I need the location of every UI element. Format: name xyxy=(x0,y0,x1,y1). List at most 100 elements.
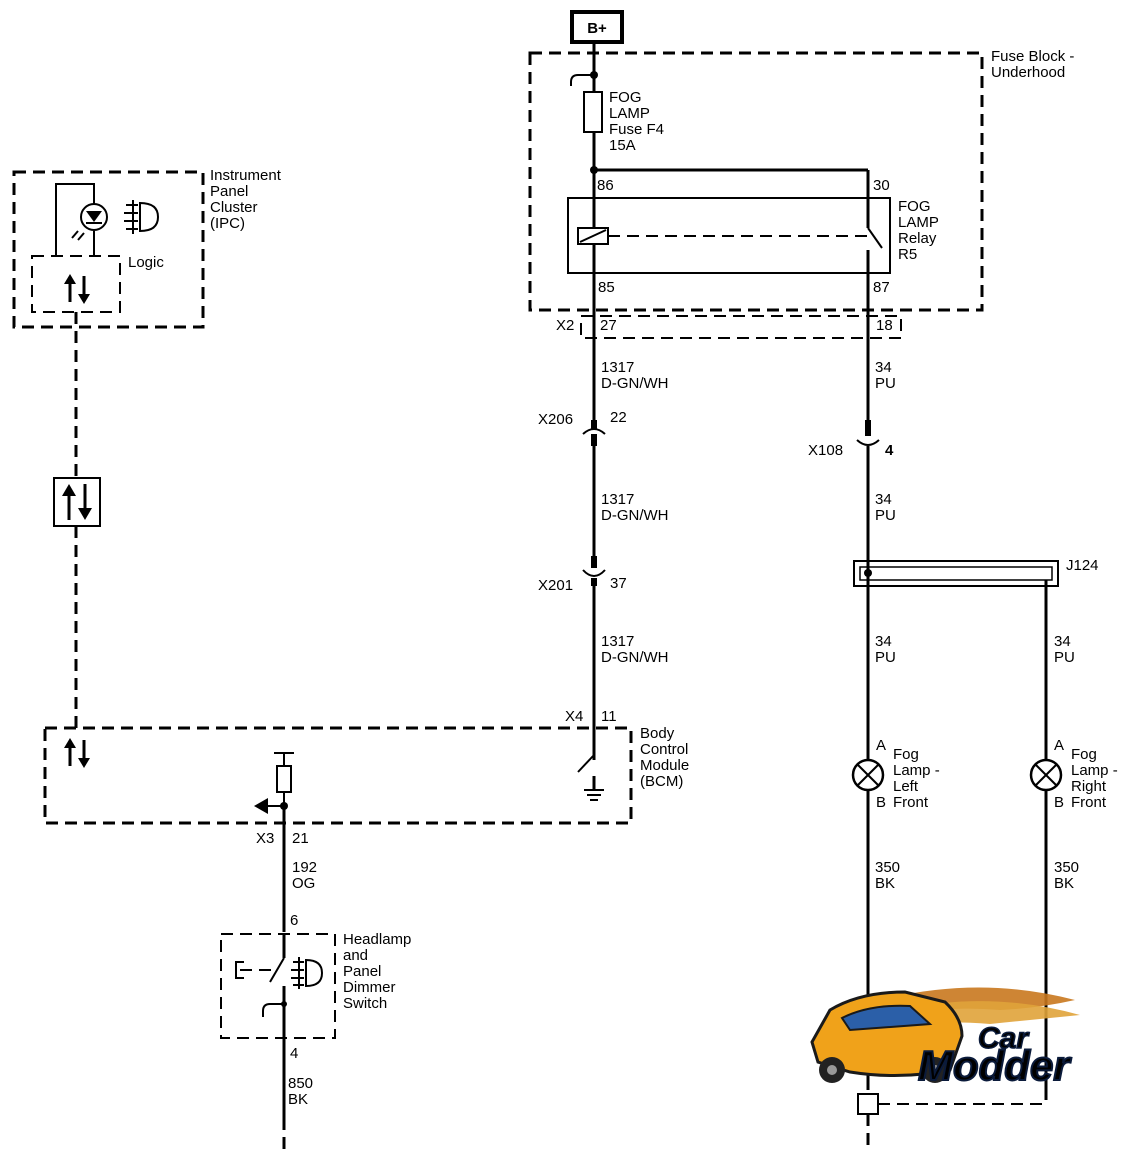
svg-text:Module: Module xyxy=(640,757,689,774)
svg-text:34: 34 xyxy=(875,491,892,508)
bcm-input-arrow-icon xyxy=(254,798,268,814)
svg-text:OG: OG xyxy=(292,875,315,892)
svg-text:1317: 1317 xyxy=(601,491,634,508)
svg-text:Dimmer: Dimmer xyxy=(343,979,396,996)
svg-text:30: 30 xyxy=(873,177,890,194)
fog-lamp-right-bulb-icon xyxy=(1029,758,1063,792)
bcm-ground-icon xyxy=(584,789,604,801)
x201-connector-icon xyxy=(582,556,606,586)
svg-text:34: 34 xyxy=(1054,633,1071,650)
svg-text:Car: Car xyxy=(978,1022,1030,1055)
fuse-label: FOG xyxy=(609,89,642,106)
svg-text:LAMP: LAMP xyxy=(609,105,650,122)
svg-text:850: 850 xyxy=(288,1075,313,1092)
svg-text:D-GN/WH: D-GN/WH xyxy=(601,649,669,666)
svg-text:Front: Front xyxy=(1071,794,1107,811)
svg-text:D-GN/WH: D-GN/WH xyxy=(601,507,669,524)
svg-text:15A: 15A xyxy=(609,137,636,154)
svg-text:27: 27 xyxy=(600,317,617,334)
bcm-low-side-switch-icon xyxy=(577,754,595,773)
svg-text:R5: R5 xyxy=(898,246,917,263)
svg-text:Lamp -: Lamp - xyxy=(893,762,940,779)
ipc-logic-block xyxy=(31,255,121,313)
svg-text:PU: PU xyxy=(875,649,896,666)
x108-connector-icon xyxy=(856,420,880,446)
svg-text:Front: Front xyxy=(893,794,929,811)
svg-text:18: 18 xyxy=(876,317,893,334)
svg-text:Relay: Relay xyxy=(898,230,937,247)
svg-text:87: 87 xyxy=(873,279,890,296)
svg-text:1317: 1317 xyxy=(601,359,634,376)
x2-connector-outline xyxy=(580,315,902,339)
svg-text:B+: B+ xyxy=(587,20,607,37)
x206-connector-icon xyxy=(582,420,606,446)
bcm-label: Body xyxy=(640,725,675,742)
fog-lamp-relay-box xyxy=(567,197,891,274)
svg-text:BK: BK xyxy=(288,1091,308,1108)
fog-indicator-led-icon xyxy=(71,203,108,241)
svg-text:Panel: Panel xyxy=(343,963,381,980)
svg-text:LAMP: LAMP xyxy=(898,214,939,231)
svg-text:BK: BK xyxy=(1054,875,1074,892)
relay-label: FOG xyxy=(898,198,931,215)
j124-splice-pack xyxy=(853,560,1059,587)
svg-text:A: A xyxy=(876,737,886,754)
svg-text:Panel: Panel xyxy=(210,183,248,200)
switch-actuator-icon xyxy=(235,961,244,979)
svg-text:J124: J124 xyxy=(1066,557,1099,574)
svg-text:and: and xyxy=(343,947,368,964)
bcm-outline xyxy=(43,726,633,825)
svg-text:(BCM): (BCM) xyxy=(640,773,683,790)
svg-text:X3: X3 xyxy=(256,830,274,847)
ipc-outline xyxy=(12,170,205,329)
svg-text:21: 21 xyxy=(292,830,309,847)
svg-text:B: B xyxy=(876,794,886,811)
fog-lamp-right-label: Fog xyxy=(1071,746,1097,763)
carmodder-watermark-logo: Car Modder xyxy=(810,987,1080,1090)
ground-terminal-icon xyxy=(857,1093,879,1115)
svg-text:X108: X108 xyxy=(808,442,843,459)
fog-switch-contact-icon xyxy=(269,957,285,983)
svg-text:Cluster: Cluster xyxy=(210,199,258,216)
svg-text:Right: Right xyxy=(1071,778,1107,795)
bcm-pullup-resistor-icon xyxy=(276,765,292,793)
svg-text:D-GN/WH: D-GN/WH xyxy=(601,375,669,392)
svg-text:X4: X4 xyxy=(565,708,583,725)
fuse-block-title: Fuse Block - xyxy=(991,48,1074,65)
svg-text:(IPC): (IPC) xyxy=(210,215,245,232)
svg-text:X201: X201 xyxy=(538,577,573,594)
svg-text:85: 85 xyxy=(598,279,615,296)
headlamp-switch-outline xyxy=(220,933,336,1039)
svg-text:PU: PU xyxy=(1054,649,1075,666)
svg-text:192: 192 xyxy=(292,859,317,876)
svg-text:11: 11 xyxy=(601,708,617,725)
svg-text:350: 350 xyxy=(875,859,900,876)
fog-lamp-fuse-icon xyxy=(583,91,603,133)
svg-text:Logic: Logic xyxy=(128,254,164,271)
svg-text:37: 37 xyxy=(610,575,627,592)
fuse-block-underhood-outline xyxy=(528,51,984,312)
svg-text:350: 350 xyxy=(1054,859,1079,876)
svg-text:Switch: Switch xyxy=(343,995,387,1012)
svg-text:B: B xyxy=(1054,794,1064,811)
svg-text:Lamp -: Lamp - xyxy=(1071,762,1118,779)
svg-text:34: 34 xyxy=(875,359,892,376)
bcm-data-arrows-icon xyxy=(64,738,90,768)
battery-positive-terminal: B+ xyxy=(570,10,624,44)
svg-text:PU: PU xyxy=(875,375,896,392)
svg-text:Underhood: Underhood xyxy=(991,64,1065,81)
svg-text:Fuse F4: Fuse F4 xyxy=(609,121,664,138)
svg-text:X2: X2 xyxy=(556,317,574,334)
serial-data-arrows-icon xyxy=(53,477,101,527)
headlamp-switch-label: Headlamp xyxy=(343,931,411,948)
svg-text:Left: Left xyxy=(893,778,919,795)
svg-text:Modder: Modder xyxy=(918,1042,1072,1089)
svg-text:4: 4 xyxy=(290,1045,298,1062)
fog-lamp-left-label: Fog xyxy=(893,746,919,763)
svg-text:BK: BK xyxy=(875,875,895,892)
ipc-data-arrows-icon xyxy=(64,274,90,304)
fuse-block-entry-connector-icon xyxy=(570,74,594,86)
svg-text:1317: 1317 xyxy=(601,633,634,650)
fog-lamp-left-bulb-icon xyxy=(851,758,885,792)
switch-ground-connector-icon xyxy=(262,1003,284,1017)
